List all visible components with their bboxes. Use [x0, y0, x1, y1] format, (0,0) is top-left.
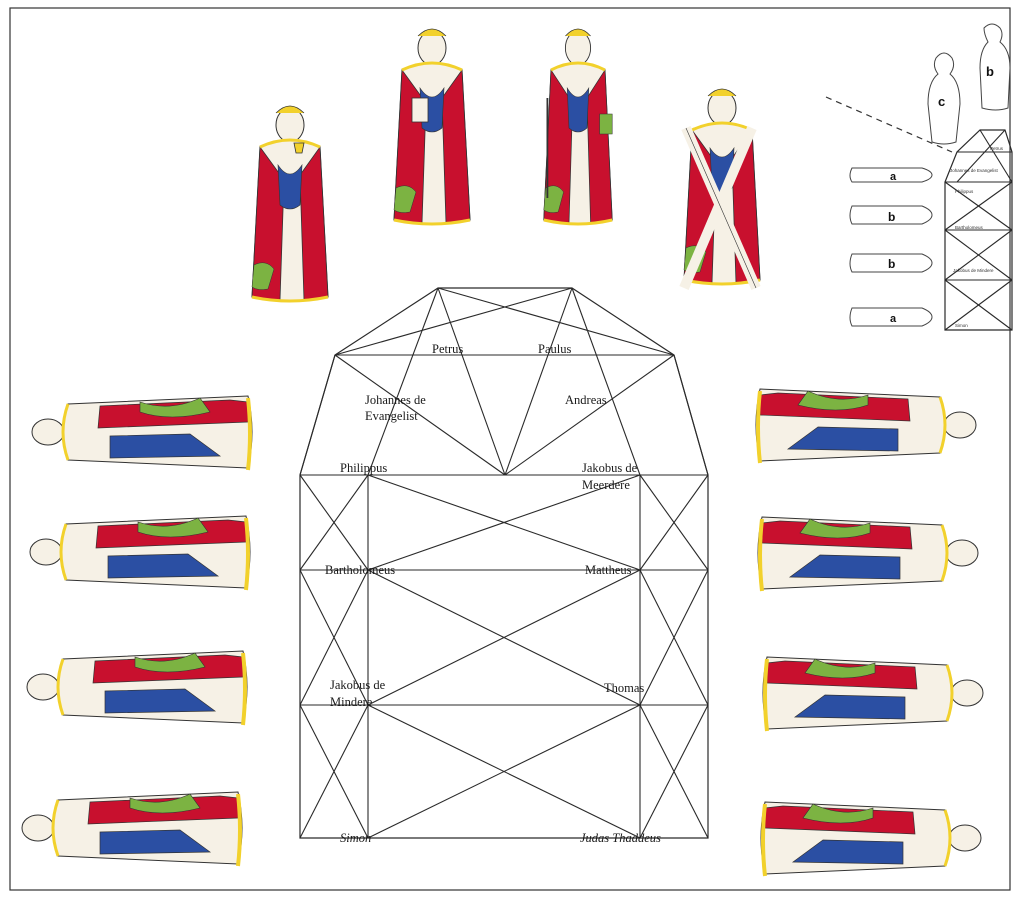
reclining-figure-5 — [756, 389, 976, 463]
mini-rib — [957, 130, 1005, 182]
label-thomas: Thomas — [604, 681, 644, 695]
label-johannes-line1: Johannes de — [365, 393, 426, 407]
reclining-figure-6 — [758, 517, 978, 591]
label-jakobus-mindere-line2: Mindere — [330, 695, 373, 709]
label-jakobus-meerdere-line2: Meerdere — [582, 478, 630, 492]
reclining-figure-4 — [22, 792, 242, 866]
silhouette-b-2-letter: b — [888, 257, 895, 271]
mini-vault — [945, 130, 1012, 330]
label-philippus: Philippus — [340, 461, 387, 475]
figure-with-sword-paulus — [544, 29, 612, 224]
top-figures — [252, 29, 760, 301]
mini-label-bartholomeus: Bartholomeus — [955, 225, 984, 230]
label-bartholomeus: Bartholomeus — [325, 563, 395, 577]
label-judas-thaddeus: Judas Thaddeus — [580, 831, 661, 845]
reclining-figure-7 — [763, 657, 983, 731]
silhouette-b-top-letter: b — [986, 64, 994, 79]
rib — [335, 355, 505, 475]
figure-with-chalice — [252, 106, 328, 301]
mini-label-philippus: Philippus — [955, 189, 974, 194]
label-petrus: Petrus — [432, 342, 463, 356]
rib — [300, 355, 335, 475]
silhouette-b-top — [980, 24, 1010, 110]
rib — [368, 288, 438, 475]
silhouette-c-letter: c — [938, 94, 945, 109]
mini-label-simon: Simon — [955, 323, 968, 328]
label-jakobus-meerdere-line1: Jakobus de — [582, 461, 638, 475]
rib — [572, 288, 640, 475]
label-jakobus-mindere-line1: Jakobus de — [330, 678, 386, 692]
inset-diagram: c b a b b a Petrus Johannes de Eva — [826, 24, 1012, 330]
apostle-labels: Petrus Paulus Johannes de Evangelist And… — [325, 342, 661, 845]
mini-label-petrus: Petrus — [990, 146, 1004, 151]
silhouette-a-1-letter: a — [890, 171, 897, 183]
right-figures — [756, 389, 983, 876]
reclining-figure-1 — [32, 396, 252, 470]
mini-label-jakobus: Jakobus de Mindere — [953, 268, 994, 273]
silhouette-a-2-letter: a — [890, 313, 897, 325]
label-mattheus: Mattheus — [585, 563, 632, 577]
mini-label-johannes: Johannes de Evangelist — [950, 168, 999, 173]
rib — [505, 355, 674, 475]
silhouette-b-1-letter: b — [888, 210, 895, 224]
rib — [674, 355, 708, 475]
reclining-figure-2 — [30, 516, 250, 590]
label-andreas: Andreas — [565, 393, 607, 407]
reclining-figure-8 — [761, 802, 981, 876]
reclining-figure-3 — [27, 651, 247, 725]
figure-with-book-petrus — [394, 29, 470, 224]
label-paulus: Paulus — [538, 342, 571, 356]
figure-with-cross-andreas — [684, 89, 760, 288]
label-simon: Simon — [340, 831, 371, 845]
left-figures — [22, 396, 252, 866]
label-johannes-line2: Evangelist — [365, 409, 418, 423]
